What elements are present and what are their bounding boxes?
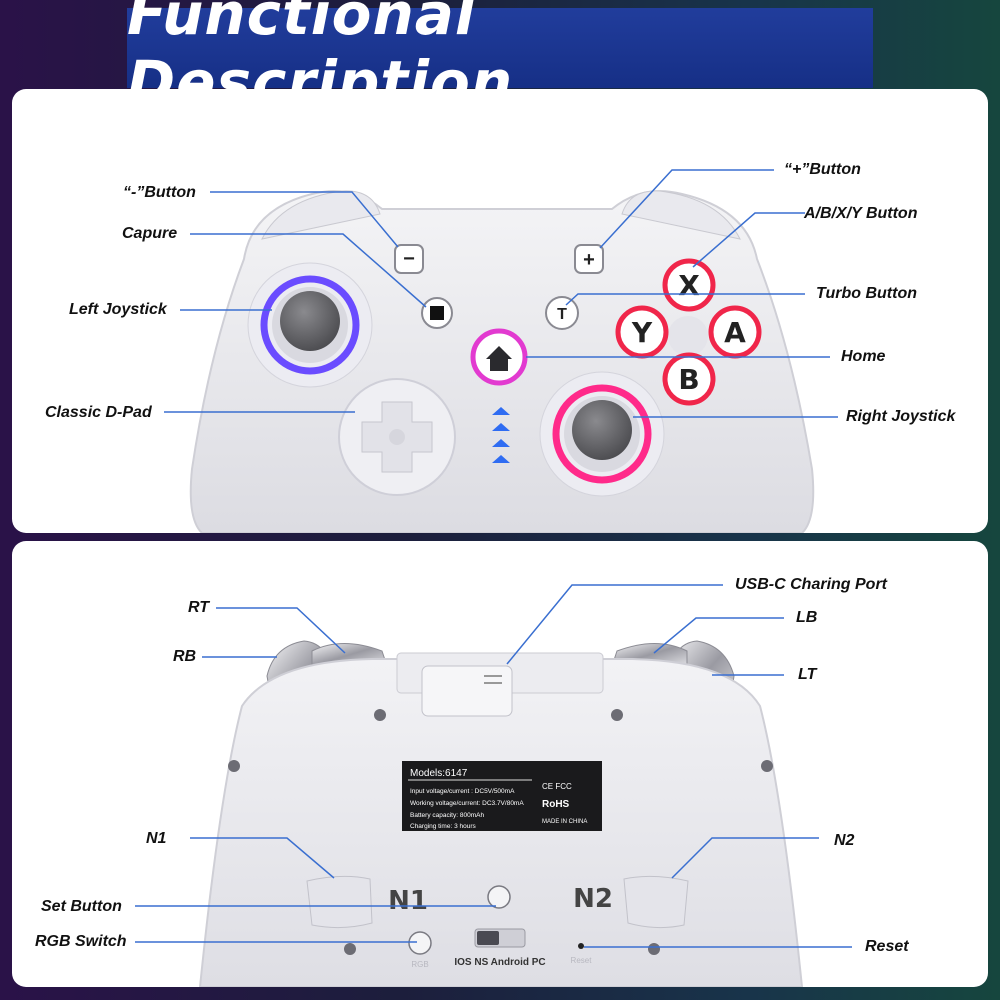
plus-glyph: +: [583, 249, 595, 271]
svg-text:B: B: [678, 363, 699, 396]
info-plate: Models:6147 Input voltage/current : DC5V…: [402, 761, 602, 831]
label-turbo: Turbo Button: [816, 285, 918, 302]
dpad[interactable]: [338, 378, 456, 496]
abxy-cluster: X Y A B: [615, 258, 762, 406]
label-n2: N2: [834, 832, 855, 849]
usb-c-port[interactable]: [421, 665, 513, 717]
label-reset: Reset: [865, 938, 909, 955]
front-view-panel: − + T: [12, 89, 988, 533]
label-capture: Capure: [122, 225, 178, 242]
label-left-joystick: Left Joystick: [69, 301, 167, 318]
front-controller-illustration: − + T: [164, 169, 838, 533]
y-button[interactable]: Y: [615, 305, 669, 359]
info-model: Models:6147: [410, 768, 468, 779]
info-input: Input voltage/current : DC5V/500mA: [410, 788, 515, 795]
minus-button[interactable]: −: [394, 244, 424, 274]
right-joystick[interactable]: [539, 371, 665, 497]
label-n1: N1: [146, 830, 167, 847]
plus-button[interactable]: +: [574, 244, 604, 274]
label-rgb-switch: RGB Switch: [35, 933, 127, 950]
label-abxy: A/B/X/Y Button: [804, 205, 918, 222]
n2-print: N2: [573, 884, 613, 914]
label-usb-c: USB-C Charing Port: [735, 576, 887, 593]
label-minus-button: “-”Button: [123, 184, 196, 201]
screws: [228, 709, 773, 955]
a-button[interactable]: A: [708, 305, 762, 359]
label-right-joystick: Right Joystick: [846, 408, 956, 425]
info-certs: CE FCC: [542, 782, 572, 791]
label-rt: RT: [188, 599, 210, 616]
back-view-panel: Models:6147 Input voltage/current : DC5V…: [12, 541, 988, 987]
home-icon: [486, 346, 512, 371]
label-set-button: Set Button: [41, 898, 122, 915]
info-battery: Battery capacity: 800mAh: [410, 812, 484, 819]
info-working: Working voltage/current: DC3.7V/80mA: [410, 800, 524, 807]
reset-small-print: Reset: [571, 956, 593, 965]
mode-text: IOS NS Android PC: [454, 957, 545, 968]
rgb-small-print: RGB: [411, 960, 428, 969]
info-charging: Charging time: 3 hours: [410, 823, 477, 830]
label-lt: LT: [798, 666, 817, 683]
svg-text:Y: Y: [631, 316, 653, 349]
turbo-glyph: T: [557, 306, 567, 323]
label-dpad: Classic D-Pad: [45, 404, 152, 421]
title-banner: Functional Description: [127, 0, 873, 116]
svg-text:X: X: [678, 269, 700, 302]
n1-print: N1: [388, 886, 428, 916]
back-leader-lines: [135, 584, 852, 948]
right-shoulder: [621, 190, 741, 240]
label-rb: RB: [173, 648, 197, 665]
home-button[interactable]: [470, 328, 528, 386]
front-leader-lines: [164, 169, 838, 418]
label-plus-button: “+”Button: [784, 161, 861, 178]
set-button[interactable]: [487, 885, 511, 909]
info-rohs: RoHS: [542, 799, 570, 810]
svg-text:A: A: [724, 316, 746, 349]
minus-glyph: −: [403, 248, 415, 270]
left-joystick[interactable]: [247, 262, 373, 388]
reset-hole[interactable]: [578, 943, 584, 949]
rgb-switch-button[interactable]: [408, 931, 432, 955]
info-made-in: MADE IN CHINA: [542, 819, 587, 825]
back-controller-illustration: Models:6147 Input voltage/current : DC5V…: [135, 584, 852, 987]
label-home: Home: [841, 348, 886, 365]
left-shoulder: [261, 190, 381, 240]
n1-paddle[interactable]: [306, 875, 373, 929]
turbo-button[interactable]: T: [545, 296, 579, 330]
n2-paddle[interactable]: [623, 875, 689, 929]
capture-button[interactable]: [421, 297, 453, 329]
x-button[interactable]: X: [662, 258, 716, 312]
label-lb: LB: [796, 609, 818, 626]
b-button[interactable]: B: [662, 352, 716, 406]
turbo-indicator-arrows: [492, 407, 510, 463]
